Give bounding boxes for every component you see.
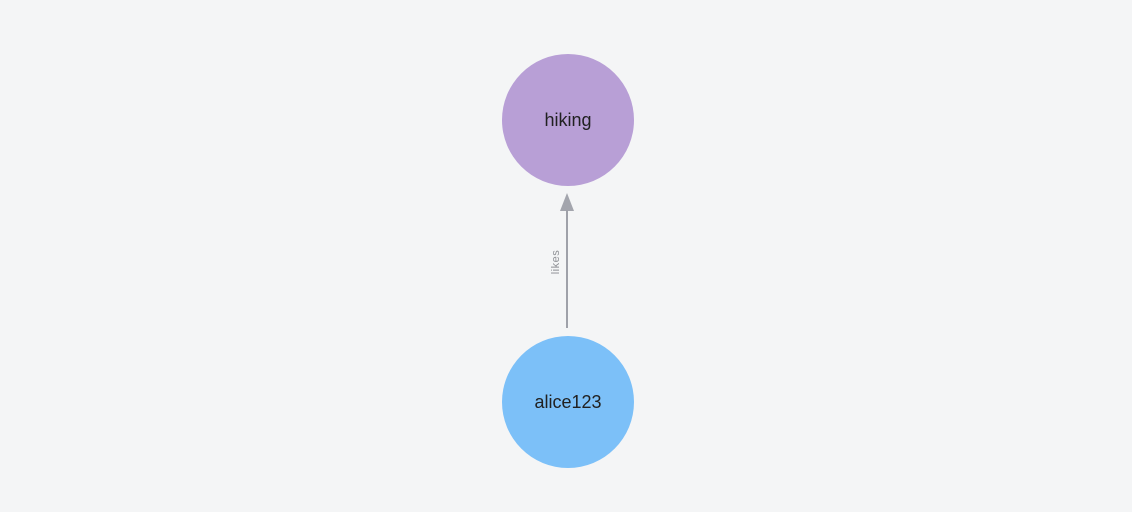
node-label-alice123: alice123 [534,391,602,412]
edge-alice123-likes-hiking[interactable]: likes [540,190,594,332]
node-label-hiking: hiking [544,109,592,130]
node-alice123[interactable]: alice123 [502,336,634,468]
arrowhead-up-icon [560,193,574,211]
edge-line [566,210,568,328]
edge-label-likes: likes [550,249,562,275]
node-hiking[interactable]: hiking [502,54,634,186]
